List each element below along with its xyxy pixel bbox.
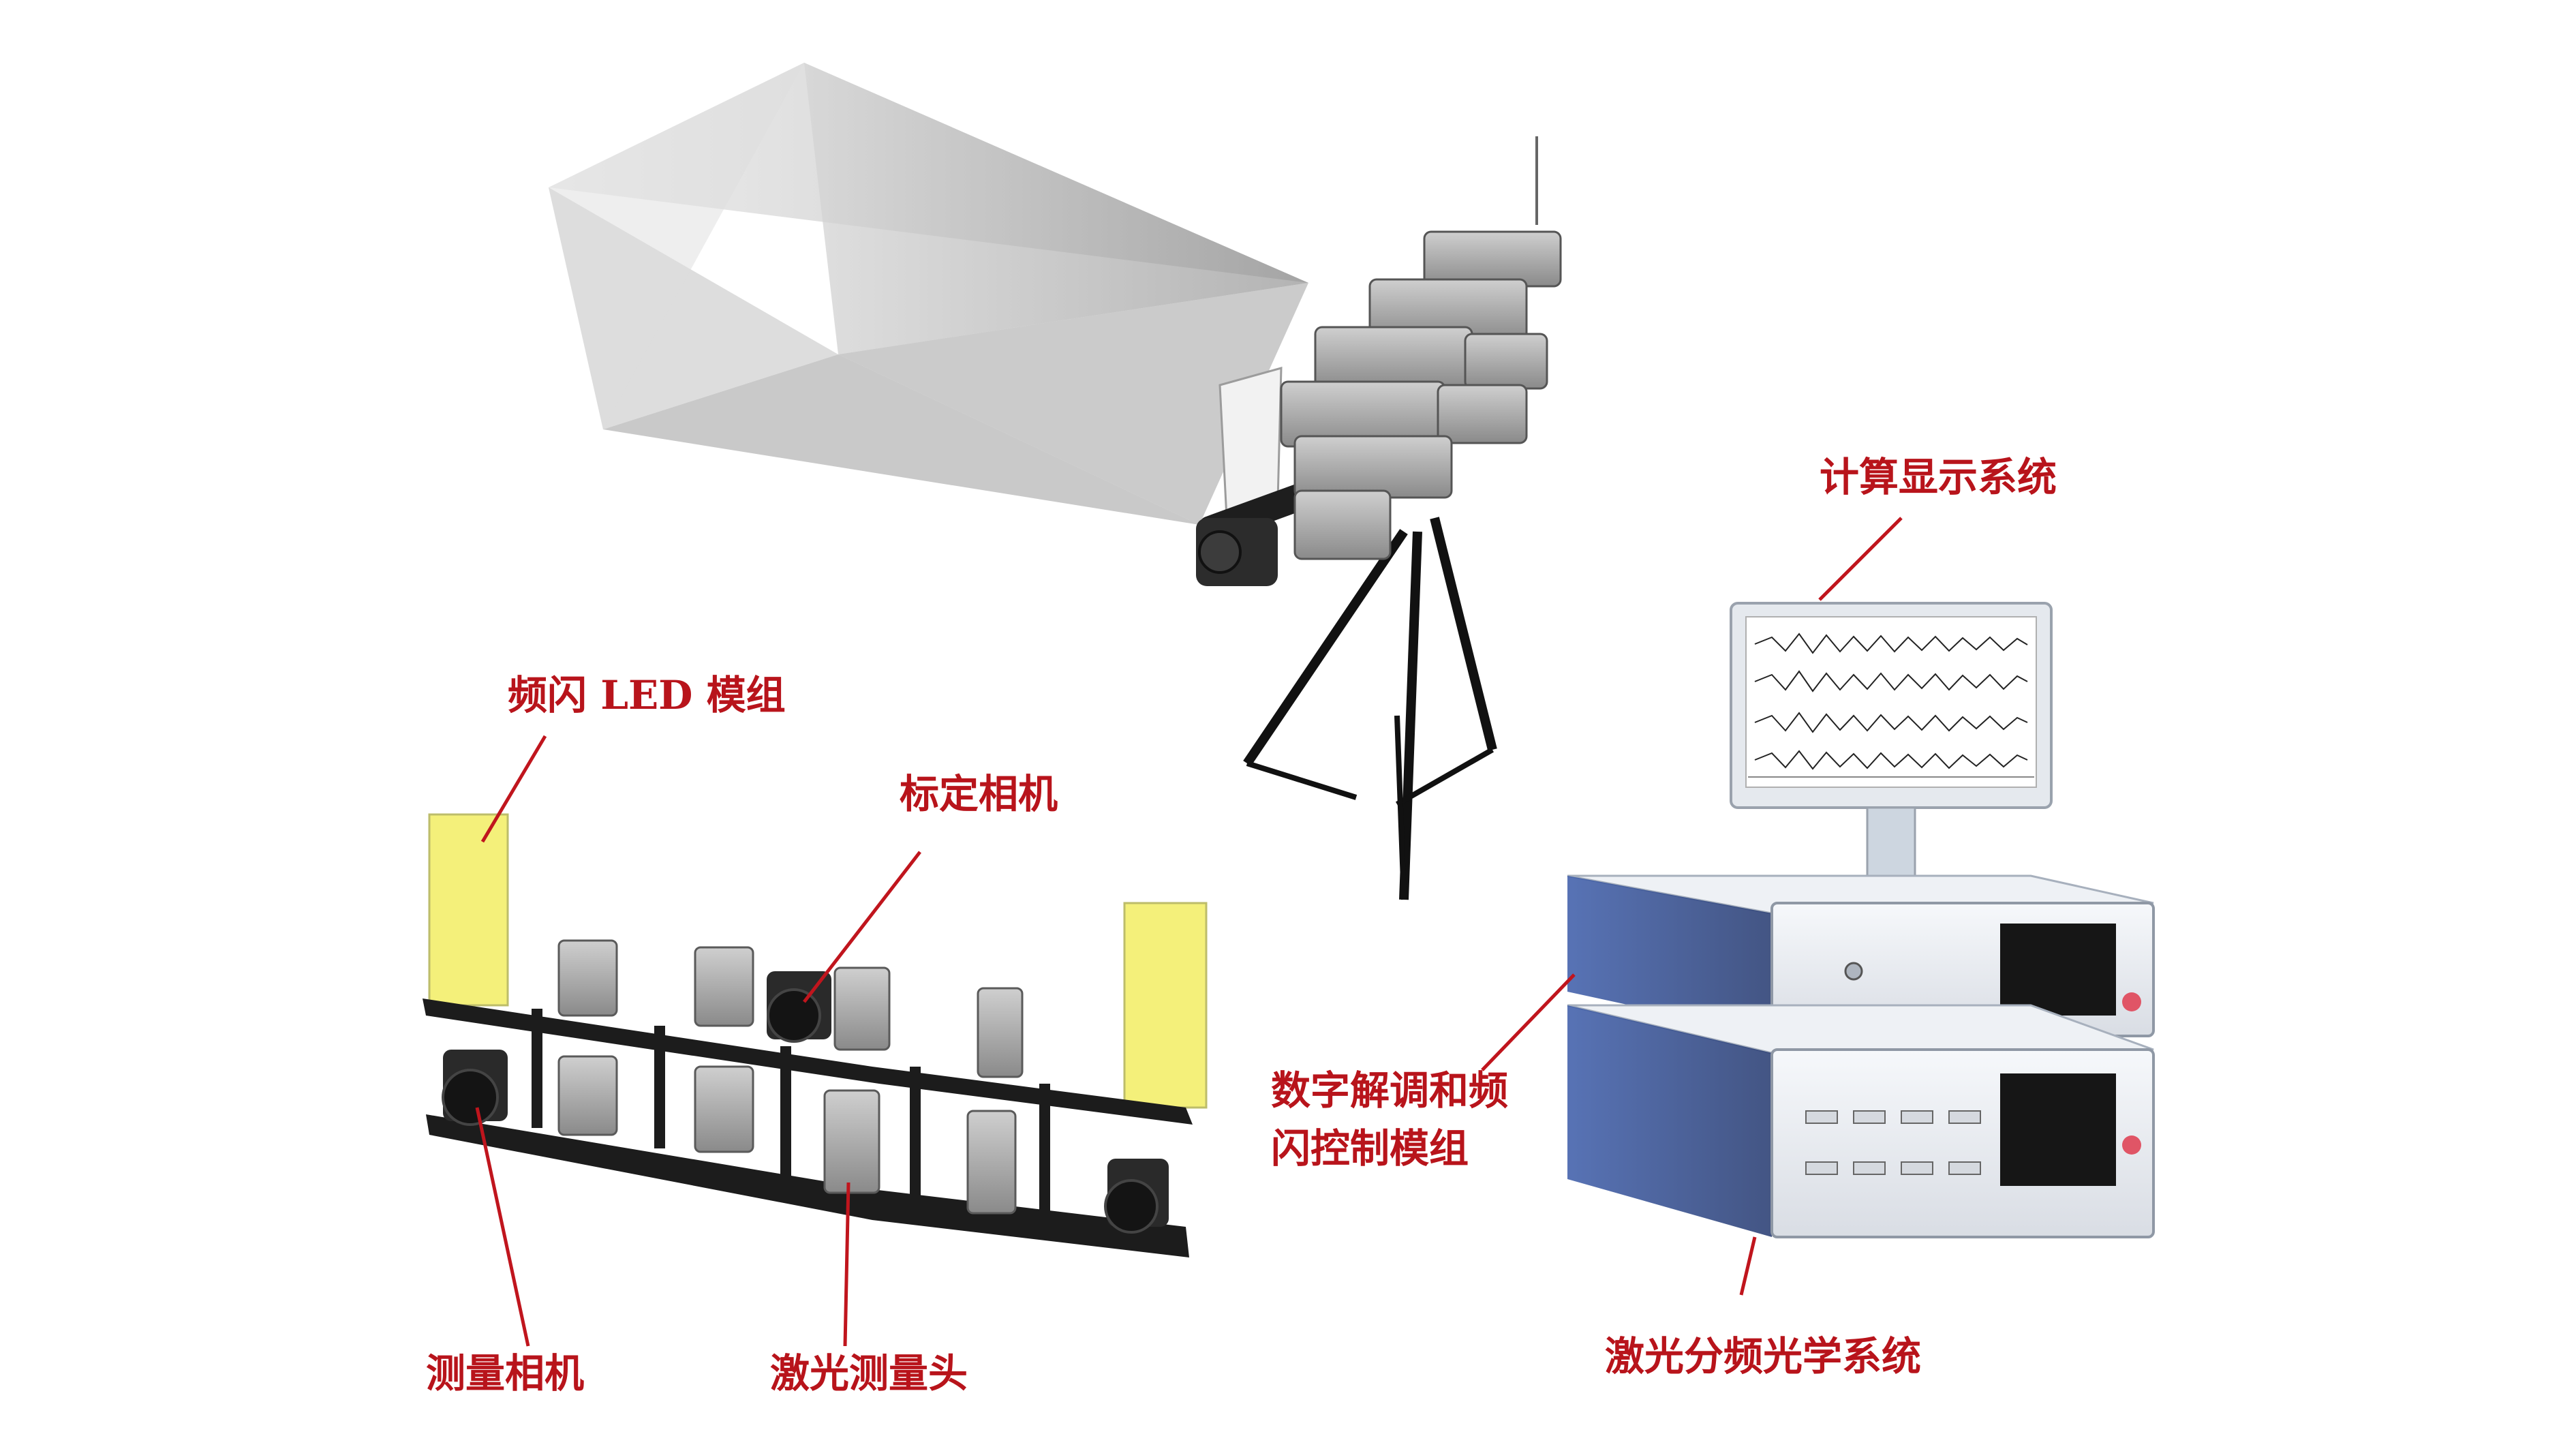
rail-cameras <box>442 971 1169 1234</box>
label-strobe-led: 频闪 LED 模组 <box>508 672 786 718</box>
label-demod-ctrl-line1: 数字解调和频 <box>1271 1067 1508 1114</box>
label-measure-camera: 测量相机 <box>426 1350 584 1397</box>
channel-ports <box>1805 1110 1981 1175</box>
instrument-upper <box>1567 874 2155 1037</box>
rail-posts <box>532 1009 1050 1220</box>
label-compute-display: 计算显示系统 <box>1820 454 2057 500</box>
measurement-rail <box>423 813 1208 1257</box>
monitor-screen <box>1745 616 2037 788</box>
led-panel-right <box>1123 902 1208 1109</box>
tripod-legs <box>1243 517 1497 900</box>
label-calib-camera: 标定相机 <box>900 771 1058 817</box>
instrument-lower <box>1567 1004 2155 1238</box>
leader-lines <box>475 517 1903 1347</box>
label-laser-optics: 激光分频光学系统 <box>1605 1333 1921 1379</box>
label-demod-ctrl-line2: 闪控制模组 <box>1271 1125 1469 1172</box>
monitor <box>1730 602 2053 902</box>
lower-display <box>2000 1073 2116 1186</box>
upper-display <box>2000 924 2116 1016</box>
tripod-assembly <box>549 63 1562 900</box>
camera-stack <box>1196 136 1562 586</box>
waveform-traces <box>1748 632 2034 778</box>
led-panel-left <box>428 813 509 1007</box>
light-cone <box>549 63 1308 525</box>
label-laser-head: 激光测量头 <box>770 1350 968 1397</box>
laser-heads <box>557 939 1024 1215</box>
monitor-stand <box>1866 806 1916 887</box>
